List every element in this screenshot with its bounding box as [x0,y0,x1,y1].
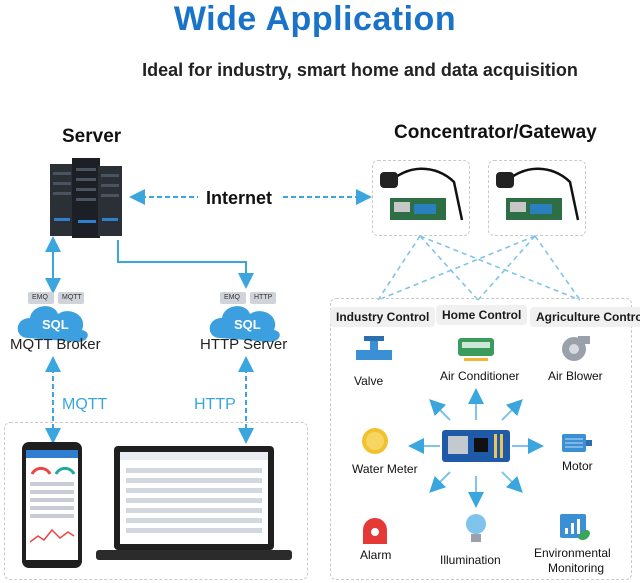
air-conditioner-label: Air Conditioner [440,369,520,383]
water-meter-label: Water Meter [352,462,418,476]
internet-label: Internet [206,188,273,208]
http-server-icon: EMQ HTTP SQL [206,290,286,350]
illumination-icon [466,514,486,542]
phone-icon [22,442,82,568]
page-subtitle: Ideal for industry, smart home and data … [142,60,578,80]
gateway-fan-lines [377,235,581,301]
gateway-device-icon [496,167,580,221]
water-meter-icon [362,428,388,454]
client-devices-box [4,422,308,580]
gateway-box-2 [488,160,586,236]
mqtt-broker-icon: EMQ MQTT SQL [14,290,94,350]
valve-icon [356,336,392,360]
environmental-monitoring-label-line1: Environmental [534,546,611,560]
mqtt-protocol-label: MQTT [62,396,108,413]
tab-industry-control: Industry Control [330,307,436,327]
tab-home-control: Home Control [436,305,528,325]
environmental-monitoring-label-line2: Monitoring [548,561,605,575]
illumination-label: Illumination [440,553,501,567]
server-http-link [117,240,254,289]
air-conditioner-icon [458,338,494,361]
http-server-label: HTTP Server [200,336,288,353]
alarm-label: Alarm [360,548,392,562]
gateway-label: Concentrator/Gateway [394,122,597,143]
gateway-box-1 [372,160,470,236]
motor-icon [562,434,592,452]
air-blower-icon [562,336,590,361]
control-groups-box [330,298,632,580]
tab-agriculture-control: Agriculture Control [530,307,640,327]
http-protocol-label: HTTP [194,396,236,413]
environmental-monitoring-icon [560,514,590,541]
server-rack-icon [50,158,122,238]
server-label: Server [62,126,122,147]
laptop-icon [96,446,292,560]
page-title: Wide Application [173,0,457,38]
air-blower-label: Air Blower [548,369,603,383]
gateway-device-icon [380,167,464,221]
controller-board-icon [442,430,510,462]
alarm-icon [363,518,387,544]
radial-arrows [408,388,544,508]
motor-label: Motor [562,459,593,473]
mqtt-broker-label: MQTT Broker [10,336,101,353]
valve-label: Valve [354,374,384,388]
